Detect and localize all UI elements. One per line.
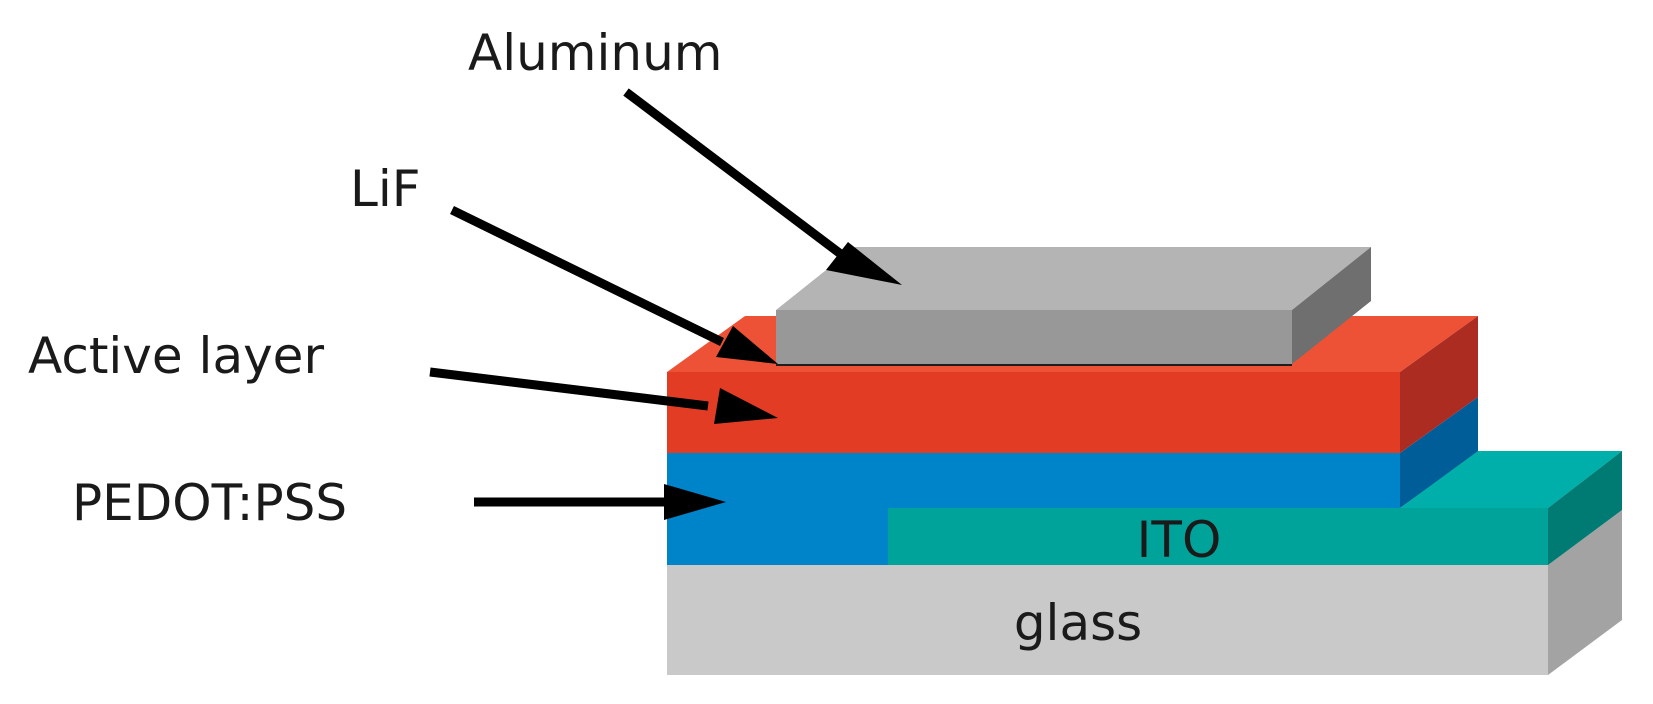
pedot-pss-label: PEDOT:PSS <box>72 474 347 532</box>
ito-label: ITO <box>1137 511 1222 569</box>
active-layer-front-face <box>667 372 1400 453</box>
aluminum-arrow <box>623 88 902 285</box>
glass-label: glass <box>1014 594 1142 652</box>
ito-side-face <box>1548 451 1622 565</box>
aluminum-top-face <box>776 247 1371 310</box>
aluminum-label: Aluminum <box>468 24 722 82</box>
pedot-pss-arrow <box>474 484 726 520</box>
active-layer-label: Active layer <box>28 327 324 385</box>
active-layer-side-face <box>1400 316 1478 453</box>
active-layer-arrow <box>429 367 778 424</box>
ito-layer: ITO <box>888 451 1622 569</box>
lif-arrow <box>450 205 778 364</box>
lif-label: LiF <box>350 160 421 218</box>
glass-front-face <box>667 565 1548 675</box>
aluminum-side-face <box>1292 247 1371 364</box>
ito-front-face <box>888 508 1548 565</box>
aluminum-front-face <box>776 310 1292 364</box>
aluminum-layer <box>776 247 1371 364</box>
pedot-pss-side-face <box>1400 397 1478 508</box>
